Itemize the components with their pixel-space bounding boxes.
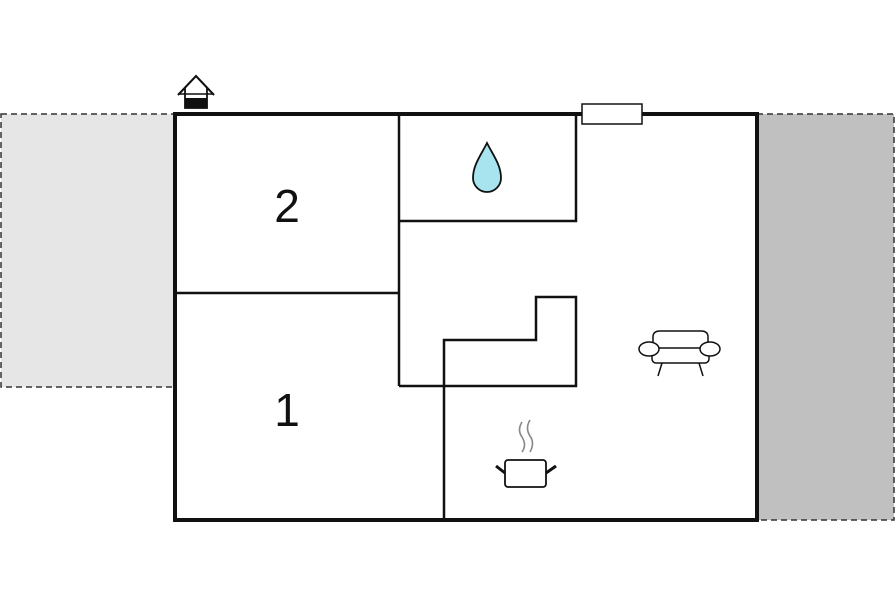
room-label-2: 2 (274, 180, 300, 232)
terrace-right (756, 113, 895, 521)
window-icon (581, 103, 643, 125)
terrace-left (0, 113, 176, 388)
outer-wall (173, 112, 759, 522)
sofa-icon (638, 330, 721, 377)
water-drop-icon (472, 140, 502, 193)
house-entrance-icon (177, 74, 215, 109)
interior-walls (175, 114, 578, 520)
cooking-pot-icon (495, 419, 557, 488)
room-label-1: 1 (274, 384, 300, 436)
